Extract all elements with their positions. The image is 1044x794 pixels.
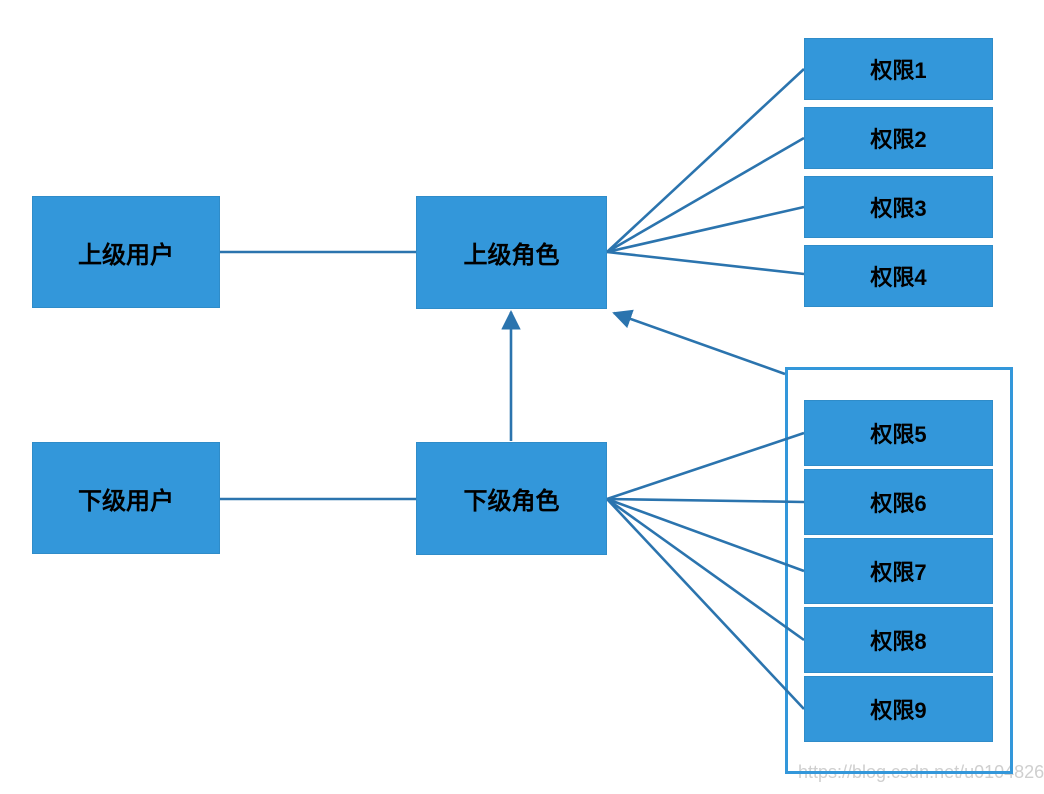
- arrow-permission-group-to-superior-role: [612, 309, 786, 376]
- edge-superior-role-to-permission-4: [606, 250, 805, 276]
- node-permission-5: 权限5: [804, 400, 993, 466]
- edge-subordinate-role-to-permission-8: [606, 497, 805, 642]
- node-permission-9-label: 权限9: [870, 698, 927, 723]
- edge-subordinate-role-to-permission-9: [606, 498, 805, 710]
- node-permission-6: 权限6: [804, 469, 993, 535]
- edge-subordinate-role-to-permission-5: [606, 431, 805, 501]
- node-permission-3: 权限3: [804, 176, 993, 238]
- node-permission-2: 权限2: [804, 107, 993, 169]
- node-permission-1-label: 权限1: [870, 58, 927, 83]
- node-subordinate-user-label: 下级用户: [78, 487, 174, 515]
- node-permission-7: 权限7: [804, 538, 993, 604]
- node-permission-7-label: 权限7: [870, 560, 927, 585]
- node-permission-6-label: 权限6: [870, 491, 927, 516]
- node-permission-9: 权限9: [804, 676, 993, 742]
- node-permission-3-label: 权限3: [870, 196, 927, 221]
- node-permission-5-label: 权限5: [870, 422, 927, 447]
- node-permission-8-label: 权限8: [870, 629, 927, 654]
- edge-superior-role-to-permission-3: [606, 205, 805, 254]
- node-permission-2-label: 权限2: [870, 127, 927, 152]
- node-superior-user-label: 上级用户: [78, 241, 174, 269]
- node-subordinate-user: 下级用户: [32, 442, 220, 554]
- node-superior-user: 上级用户: [32, 196, 220, 308]
- node-superior-role-label: 上级角色: [463, 242, 560, 269]
- edge-superior-role-to-permission-2: [606, 136, 805, 254]
- node-superior-role: 上级角色: [416, 196, 607, 309]
- node-permission-1: 权限1: [804, 38, 993, 100]
- edge-superior-role-to-permission-1: [606, 68, 805, 253]
- node-permission-8: 权限8: [804, 607, 993, 673]
- node-subordinate-role: 下级角色: [416, 442, 607, 555]
- node-permission-4: 权限4: [804, 245, 993, 307]
- edge-subordinate-role-to-permission-6: [606, 497, 805, 504]
- node-permission-4-label: 权限4: [870, 265, 927, 290]
- edge-subordinate-role-to-permission-7: [606, 497, 805, 573]
- node-subordinate-role-label: 下级角色: [463, 488, 560, 515]
